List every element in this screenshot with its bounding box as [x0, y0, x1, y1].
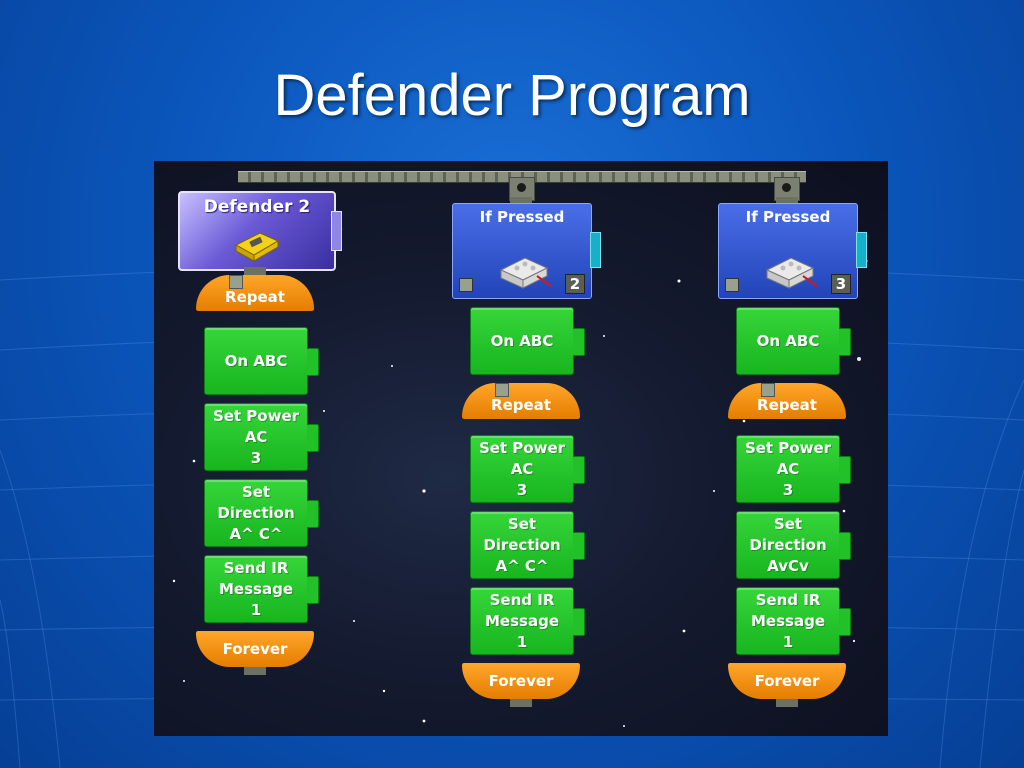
block-label: Set Power [744, 438, 832, 457]
repeat-block-left[interactable]: Repeat [196, 275, 314, 311]
block-label: Set [507, 514, 537, 533]
block-label: Message [751, 611, 825, 630]
sensor-port-square [725, 278, 739, 292]
block-label: AvCv [767, 556, 809, 575]
block-label: Set [241, 482, 271, 501]
on-abc-block-mid[interactable]: On ABC [470, 307, 585, 375]
block-label: On ABC [756, 331, 820, 350]
sensor-number: 3 [831, 274, 851, 294]
block-label: 1 [516, 632, 528, 651]
touch-sensor-icon [499, 257, 552, 289]
block-label: Message [485, 611, 559, 630]
connector [510, 197, 532, 203]
connector [510, 699, 532, 707]
block-label: Direction [483, 535, 561, 554]
program-canvas[interactable]: Defender 2 Repeat On ABC Set Power AC 3 … [154, 161, 888, 736]
connector [776, 699, 798, 707]
touch-sensor-icon [765, 257, 818, 289]
block-tab [307, 348, 319, 376]
block-tab [307, 576, 319, 604]
set-power-block-mid[interactable]: Set Power AC 3 [470, 435, 585, 503]
block-label: Send IR [489, 590, 555, 609]
block-tab [307, 424, 319, 452]
send-ir-block-left[interactable]: Send IR Message 1 [204, 555, 319, 623]
block-label: Set [773, 514, 803, 533]
block-label: Send IR [755, 590, 821, 609]
block-tab [307, 500, 319, 528]
if-pressed-header-right[interactable]: If Pressed 3 [718, 203, 867, 299]
block-label: 3 [516, 480, 528, 499]
block-label: 3 [782, 480, 794, 499]
block-tab [573, 456, 585, 484]
block-tab [573, 328, 585, 356]
repeat-block-mid[interactable]: Repeat [462, 383, 580, 419]
block-tab [839, 456, 851, 484]
block-label: Set Power [212, 406, 300, 425]
forever-block-left[interactable]: Forever [196, 631, 314, 667]
set-direction-block-left[interactable]: Set Direction A^ C^ [204, 479, 319, 547]
block-label: Message [219, 579, 293, 598]
block-label: A^ C^ [229, 524, 283, 543]
send-ir-block-mid[interactable]: Send IR Message 1 [470, 587, 585, 655]
defender-program-header[interactable]: Defender 2 [178, 191, 342, 271]
connector [776, 197, 798, 203]
block-label: On ABC [224, 351, 288, 370]
block-label: AC [244, 427, 268, 446]
block-tab [573, 608, 585, 636]
set-direction-block-mid[interactable]: Set Direction A^ C^ [470, 511, 585, 579]
slide-title: Defender Program [273, 63, 751, 128]
block-label: A^ C^ [495, 556, 549, 575]
block-label: Send IR [223, 558, 289, 577]
block-tab [839, 608, 851, 636]
header-side-tab [331, 211, 342, 251]
forever-block-right[interactable]: Forever [728, 663, 846, 699]
defender-title: Defender 2 [203, 197, 311, 217]
block-label: 3 [250, 448, 262, 467]
on-abc-block-left[interactable]: On ABC [204, 327, 319, 395]
connector [244, 667, 266, 675]
block-label: 1 [782, 632, 794, 651]
repeat-block-right[interactable]: Repeat [728, 383, 846, 419]
block-label: AC [776, 459, 800, 478]
block-label: 1 [250, 600, 262, 619]
if-pressed-header-mid[interactable]: If Pressed 2 [452, 203, 601, 299]
block-label: Direction [749, 535, 827, 554]
forever-block-mid[interactable]: Forever [462, 663, 580, 699]
block-tab [839, 328, 851, 356]
block-label: On ABC [490, 331, 554, 350]
rcx-brick-icon [234, 232, 280, 262]
header-side-tab [856, 232, 867, 268]
block-label: Set Power [478, 438, 566, 457]
sensor-port-square [459, 278, 473, 292]
connector [244, 267, 266, 275]
block-tab [839, 532, 851, 560]
set-direction-block-right[interactable]: Set Direction AvCv [736, 511, 851, 579]
set-power-block-right[interactable]: Set Power AC 3 [736, 435, 851, 503]
on-abc-block-right[interactable]: On ABC [736, 307, 851, 375]
block-label: AC [510, 459, 534, 478]
set-power-block-left[interactable]: Set Power AC 3 [204, 403, 319, 471]
if-pressed-title: If Pressed [479, 208, 565, 226]
if-pressed-title: If Pressed [745, 208, 831, 226]
sensor-number: 2 [565, 274, 585, 294]
send-ir-block-right[interactable]: Send IR Message 1 [736, 587, 851, 655]
block-label: Direction [217, 503, 295, 522]
block-tab [573, 532, 585, 560]
header-side-tab [590, 232, 601, 268]
